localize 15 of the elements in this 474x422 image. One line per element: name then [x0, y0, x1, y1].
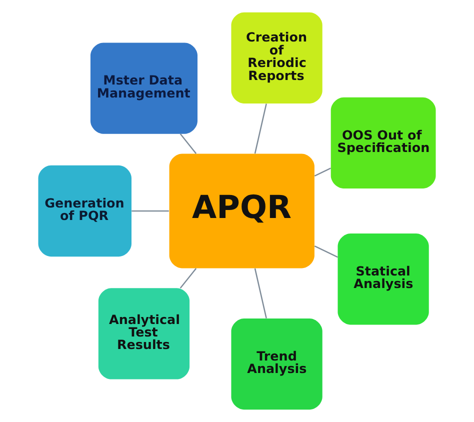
- node-box: Trend Analysis: [231, 318, 322, 410]
- connector: [254, 268, 267, 318]
- connector: [254, 104, 267, 154]
- connector: [180, 268, 197, 289]
- connector: [314, 245, 338, 258]
- connector: [132, 210, 169, 212]
- node-box: Generation of PQR: [38, 165, 132, 257]
- node-box: Mster Data Management: [90, 42, 198, 134]
- connector: [180, 133, 197, 154]
- node-box: OOS Out of Specification: [330, 97, 436, 188]
- node-box: APQR: [169, 154, 314, 268]
- node-box: Statical Analysis: [338, 234, 429, 325]
- node-box: Creation of Reriodic Reports: [231, 12, 322, 104]
- connector: [314, 168, 331, 177]
- node-box: Analytical Test Results: [98, 288, 190, 380]
